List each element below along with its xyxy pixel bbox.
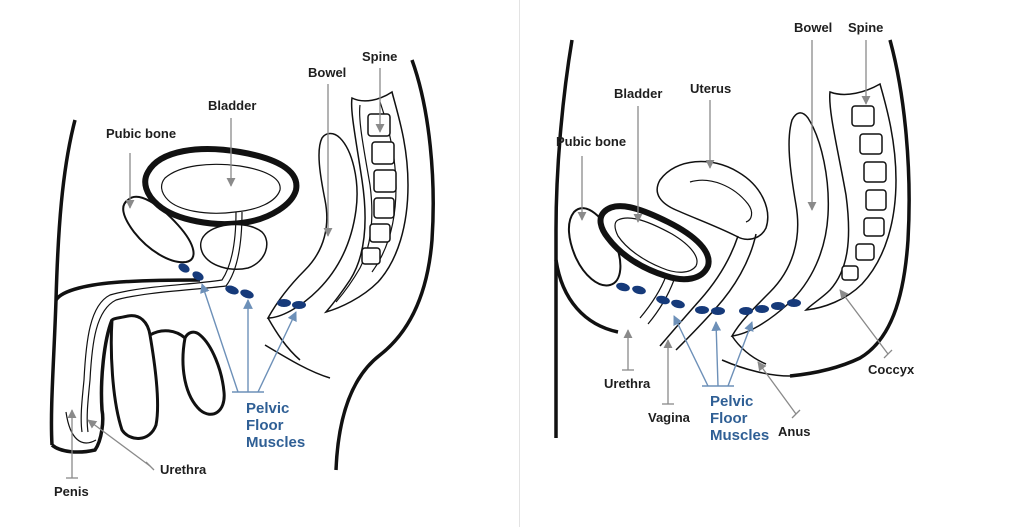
female-body-front-outline — [554, 39, 574, 438]
female-label-coccyx: Coccyx — [868, 362, 915, 377]
female-label-pubic-bone: Pubic bone — [556, 134, 626, 149]
female-uterus-cavity — [689, 179, 753, 223]
male-anal-canal — [267, 317, 301, 361]
male-label-pelvic-floor-2: Floor — [246, 417, 284, 434]
female-leader-lines — [577, 40, 893, 419]
female-label-bowel: Bowel — [794, 20, 832, 35]
female-label-pelvic-floor-3: Muscles — [710, 427, 769, 444]
female-perineum-outline — [721, 359, 791, 377]
female-bowel — [730, 112, 830, 337]
male-label-bowel: Bowel — [308, 65, 346, 80]
male-glans — [65, 411, 97, 444]
female-abdomen-curve — [554, 259, 619, 334]
male-urethra-tube — [80, 211, 237, 433]
female-label-vagina: Vagina — [648, 410, 691, 425]
male-scrotum-inner — [181, 330, 226, 416]
female-uterus — [656, 160, 769, 241]
male-label-urethra: Urethra — [160, 462, 207, 477]
male-pelvis-diagram: Pubic bone Bladder Bowel Spine Penis Ure… — [49, 49, 435, 499]
male-label-pubic-bone: Pubic bone — [106, 126, 176, 141]
male-label-penis: Penis — [54, 484, 89, 499]
female-bladder-inner — [614, 217, 698, 273]
male-scrotum — [109, 314, 160, 440]
male-body-back-outline — [334, 59, 435, 471]
male-urethra-tube-2 — [86, 211, 243, 433]
male-pelvic-leader-lines — [200, 283, 297, 393]
male-label-bladder: Bladder — [208, 98, 256, 113]
male-scrotum-top — [149, 329, 186, 340]
male-bladder — [142, 146, 300, 227]
female-bladder — [597, 203, 712, 283]
female-label-pelvic-floor-1: Pelvic — [710, 393, 753, 410]
male-label-pelvic-floor-1: Pelvic — [246, 400, 289, 417]
male-label-spine: Spine — [362, 49, 397, 64]
female-label-bladder: Bladder — [614, 86, 662, 101]
female-label-urethra: Urethra — [604, 376, 651, 391]
male-label-pelvic-floor-3: Muscles — [246, 434, 305, 451]
female-label-pelvic-floor-2: Floor — [710, 410, 748, 427]
male-bowel — [266, 132, 358, 319]
female-body-back-outline — [789, 39, 911, 378]
female-label-spine: Spine — [848, 20, 883, 35]
female-pelvic-floor-muscles — [616, 282, 801, 315]
male-perineum-outline — [264, 344, 331, 379]
female-pelvic-leader-lines — [673, 315, 754, 387]
female-label-anus: Anus — [778, 424, 811, 439]
male-leader-lines — [66, 68, 385, 479]
female-vertebrae — [841, 105, 887, 281]
male-pelvic-floor-muscles — [178, 263, 306, 309]
male-bladder-inner — [161, 163, 281, 214]
panel-divider — [519, 0, 520, 527]
female-label-uterus: Uterus — [690, 81, 731, 96]
